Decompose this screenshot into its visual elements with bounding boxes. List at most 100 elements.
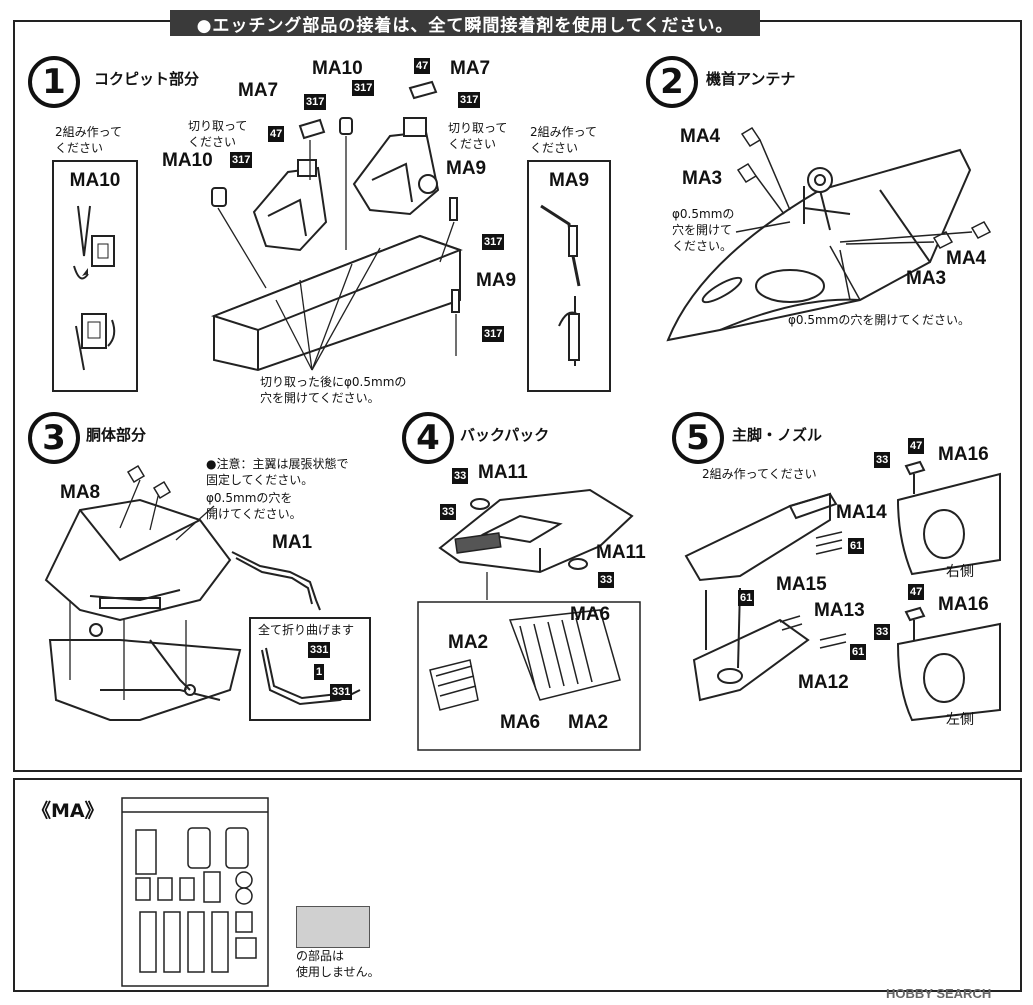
step-1-label-ma9-top: MA9 [446,158,487,179]
step-5-note: 2組み作ってください [702,467,817,481]
ma8-parts [126,464,172,500]
step-3-label-ma8: MA8 [60,482,101,503]
part-tag-317: 317 [304,94,327,110]
ma1-strip [231,551,321,611]
step-5-left-side: 左側 [946,712,974,728]
nozzle-left [896,606,1001,722]
step-4-sub-box [417,601,641,751]
step-4-label-ma6-bottom: MA6 [500,712,541,733]
part-tag-331: 331 [308,642,331,658]
box-ma9-label: MA9 [548,170,590,191]
part-tag-317: 317 [482,234,505,250]
step-1-small-parts [211,80,460,313]
step-2-label-ma4-right: MA4 [946,248,987,269]
part-tag-33: 33 [598,572,615,588]
step-5-label-ma16-right: MA16 [938,444,989,465]
step-3-number: 3 [28,412,80,464]
step-1-cut-note-2: 切り取って ください [448,121,508,151]
part-tag-317: 317 [458,92,481,108]
step-4-label-ma2-bottom: MA2 [568,712,609,733]
main-gear-assembly [684,492,838,702]
step-4-label-ma11-top: MA11 [478,462,528,483]
step-2-label-ma4-top: MA4 [680,126,721,147]
step-2-note-1: φ0.5mmの 穴を開けて ください。 [672,207,735,253]
gear-fins [779,531,847,649]
part-tag-331: 331 [330,684,353,700]
step-1-box-ma10: MA10 [52,160,138,392]
step-4-title: バックパック [460,426,550,444]
step-4-label-ma11-right: MA11 [596,542,646,563]
step-5-label-ma15: MA15 [776,574,827,595]
step-1-cut-note-1: 切り取って ください [188,119,248,149]
part-tag-33: 33 [452,468,469,484]
step-1-label-ma7-right: MA7 [450,58,491,79]
part-tag-33: 33 [874,452,891,468]
step-4-number: 4 [402,412,454,464]
unused-parts-swatch [296,906,370,948]
step-1-note-left: 2組み作って ください [55,125,123,155]
part-tag-317: 317 [482,326,505,342]
part-tag-61: 61 [848,538,865,554]
antenna-parts [735,126,992,301]
step-1-bottom-note: 切り取った後にφ0.5mmの 穴を開けてください。 [260,375,407,405]
step-1-box-ma9: MA9 [527,160,611,392]
ma-panel-title: 《MA》 [32,800,104,822]
part-tag-33: 33 [440,504,457,520]
step-4-label-ma6-top: MA6 [570,604,611,625]
step-5-title: 主脚・ノズル [732,426,823,444]
step-5-label-ma16-left: MA16 [938,594,989,615]
step-2-note-2: φ0.5mmの穴を開けてください。 [788,313,971,327]
ma10-fold-illustration [73,205,116,371]
nose-gear [803,167,851,224]
part-tag-47: 47 [414,58,431,74]
step-3-title: 胴体部分 [86,426,147,444]
hobby-search-watermark: HOBBY SEARCH [886,986,992,1001]
step-2-number: 2 [646,56,698,108]
bend-box [249,617,371,721]
step-3-note-hole: φ0.5mmの穴を 開けてください。 [206,491,302,521]
step-3-leader-lines [69,479,215,700]
part-tag-317: 317 [230,152,253,168]
fuselage-body [44,498,242,721]
step-3-note-caution: ●注意：主翼は展張状態で 固定してください。 [206,457,349,487]
part-tag-317: 317 [352,80,375,96]
ma-panel [13,778,1022,992]
step-1-label-ma10-left: MA10 [162,150,213,171]
ma11-rings [470,498,588,570]
nozzle-right [896,460,1001,576]
step-3-label-ma1: MA1 [272,532,313,553]
part-tag-1: 1 [314,664,325,680]
step-3-bend-note: 全て折り曲げます [258,623,355,637]
nose-fuselage [666,148,972,342]
step-1-label-ma10-top: MA10 [312,58,363,79]
part-tag-61: 61 [850,644,867,660]
step-5-number: 5 [672,412,724,464]
step-1-label-ma9-bottom: MA9 [476,270,517,291]
step-1-leader-lines [217,136,457,371]
step-1-title: コクピット部分 [94,70,200,88]
backpack-fins [454,532,502,554]
step-2-label-ma3-top: MA3 [682,168,723,189]
step-5-label-ma13: MA13 [814,600,865,621]
banner-title: ●エッチング部品の接着は、全て瞬間接着剤を使用してください。 [170,10,760,36]
step-2-label-ma3-right: MA3 [906,268,947,289]
unused-parts-note: の部品は 使用しません。 [296,949,380,979]
step-5-label-ma12: MA12 [798,672,849,693]
step-2-title: 機首アンテナ [706,70,796,88]
part-tag-33: 33 [874,624,891,640]
box-ma10-label: MA10 [69,170,121,191]
seat-left [252,159,328,252]
step-4-label-ma2-left: MA2 [448,632,489,653]
step-5-right-side: 右側 [946,564,974,580]
step-1-note-right: 2組み作って ください [530,125,598,155]
step-1-number: 1 [28,56,80,108]
ma9-fold-illustration [540,204,581,366]
part-tag-61: 61 [738,590,755,606]
part-tag-47: 47 [268,126,285,142]
